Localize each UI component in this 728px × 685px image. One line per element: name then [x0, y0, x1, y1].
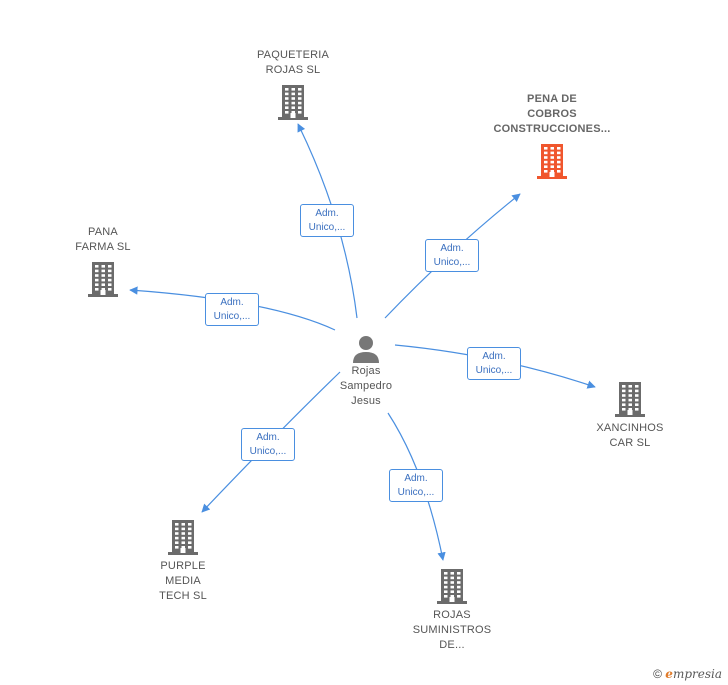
person-name: Rojas Sampedro Jesus	[339, 365, 393, 407]
person-icon	[353, 336, 379, 363]
building-icon	[168, 520, 198, 555]
edge-label-role: Adm.	[315, 208, 339, 219]
building-icon	[88, 262, 118, 297]
company-name: PENA DE COBROS CONSTRUCCIONES...	[493, 93, 611, 135]
company-node-purple[interactable]: PURPLE MEDIA TECH SL	[138, 519, 228, 604]
company-node-pena[interactable]: PENA DE COBROS CONSTRUCCIONES...	[477, 92, 627, 179]
edge-label-detail: Unico,...	[397, 487, 435, 498]
edge-label-detail: Unico,...	[475, 365, 513, 376]
company-name: PURPLE MEDIA TECH SL	[159, 560, 207, 602]
edge-label-pana[interactable]: Adm. Unico,...	[205, 293, 259, 326]
company-node-rojas-suministros[interactable]: ROJAS SUMINISTROS DE...	[402, 568, 502, 653]
edge-label-detail: Unico,...	[213, 311, 251, 322]
edge-label-purple[interactable]: Adm. Unico,...	[241, 428, 295, 461]
building-icon	[437, 569, 467, 604]
edge-label-detail: Unico,...	[433, 257, 471, 268]
brand-logo-text: mpresia	[672, 667, 722, 681]
company-name: ROJAS SUMINISTROS DE...	[412, 609, 492, 651]
brand-logo-e: e	[665, 667, 673, 681]
edge-label-role: Adm.	[404, 473, 428, 484]
brand-watermark: © empresia	[653, 667, 722, 681]
edge-label-pena[interactable]: Adm. Unico,...	[425, 239, 479, 272]
building-icon	[615, 382, 645, 417]
company-node-pana[interactable]: PANA FARMA SL	[58, 225, 148, 297]
person-node[interactable]: Rojas Sampedro Jesus	[326, 334, 406, 409]
building-icon	[278, 85, 308, 120]
edge-label-role: Adm.	[220, 297, 244, 308]
company-name: PAQUETERIA ROJAS SL	[256, 49, 330, 76]
edge-label-role: Adm.	[440, 243, 464, 254]
edge-label-rojas-suministros[interactable]: Adm. Unico,...	[389, 469, 443, 502]
edge-label-role: Adm.	[482, 351, 506, 362]
company-name: XANCINHOS CAR SL	[596, 422, 664, 449]
company-node-paqueteria[interactable]: PAQUETERIA ROJAS SL	[248, 48, 338, 120]
edge-label-xancinhos[interactable]: Adm. Unico,...	[467, 347, 521, 380]
edge-label-detail: Unico,...	[308, 222, 346, 233]
company-node-xancinhos[interactable]: XANCINHOS CAR SL	[585, 381, 675, 451]
building-icon	[537, 144, 567, 179]
edge-label-paqueteria[interactable]: Adm. Unico,...	[300, 204, 354, 237]
edge-label-role: Adm.	[256, 432, 280, 443]
company-name: PANA FARMA SL	[75, 226, 131, 253]
copyright-icon: ©	[653, 667, 662, 681]
edge-label-detail: Unico,...	[249, 446, 287, 457]
